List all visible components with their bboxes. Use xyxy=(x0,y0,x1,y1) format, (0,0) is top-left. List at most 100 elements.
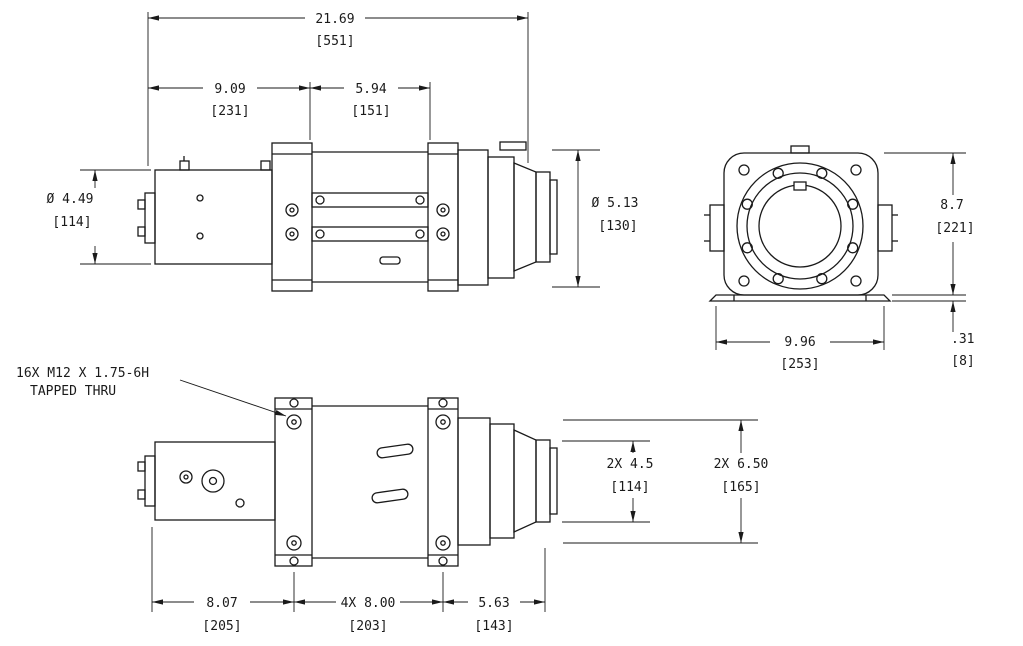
tie-bar-bolt xyxy=(438,398,448,408)
drum-slot xyxy=(376,443,414,459)
top-tab xyxy=(790,145,810,154)
dimension-text: 21.69 [551] 9.09 [231] 5.94 [151] Ø 4.49… xyxy=(16,12,975,634)
tapped-hole-center xyxy=(289,231,295,237)
dim-span-outer-in: 2X 6.50 xyxy=(714,457,769,472)
dim-span-inner-in: 2X 4.5 xyxy=(607,457,654,472)
motor-port-center xyxy=(183,474,189,480)
tapped-hole-center xyxy=(440,231,446,237)
dim-span-inner-mm: [114] xyxy=(610,480,649,495)
flange-bolt xyxy=(741,242,753,254)
corner-bolt xyxy=(850,275,862,287)
motor-screw xyxy=(196,194,204,202)
motor-screw xyxy=(235,498,245,508)
tie-bar-bolt xyxy=(415,195,425,205)
motor-connector xyxy=(137,226,146,237)
motor-port xyxy=(179,470,193,484)
motor-screw xyxy=(196,232,204,240)
left-flange xyxy=(271,142,313,292)
motor-top-plug xyxy=(179,160,190,171)
gearbox-section-2 xyxy=(487,156,515,279)
corner-bolt xyxy=(738,164,750,176)
bearing-outer-ring xyxy=(736,162,864,290)
corner-bolt xyxy=(850,164,862,176)
motor-connector xyxy=(137,461,146,472)
tie-bar-bolt xyxy=(289,556,299,566)
motor-top-bolt xyxy=(260,160,271,171)
dim-motor-diameter-mm: [114] xyxy=(52,215,91,230)
tie-bar-bolt xyxy=(289,398,299,408)
motor-connector xyxy=(137,199,146,210)
flange-bolt xyxy=(816,167,828,179)
flange-bolt xyxy=(847,242,859,254)
flange-bolt xyxy=(816,273,828,285)
dim-end-width-mm: [253] xyxy=(780,357,819,372)
gearbox-section-1 xyxy=(457,417,491,546)
gearbox-section-2 xyxy=(489,423,515,539)
gearbox-cylinder xyxy=(535,439,551,523)
tapped-hole xyxy=(436,227,450,241)
mount-ear-left xyxy=(709,204,725,252)
dim-bottom-right-in: 5.63 xyxy=(478,596,509,611)
motor-end-cap xyxy=(144,455,156,507)
dim-bottom-middle-in: 4X 8.00 xyxy=(341,596,396,611)
tapped-hole-center xyxy=(291,419,297,425)
clutch-lever xyxy=(499,141,527,151)
dim-end-height-in: 8.7 xyxy=(940,198,963,213)
dim-span-outer-mm: [165] xyxy=(721,480,760,495)
motor-boss-center xyxy=(208,476,218,486)
dim-drum-diameter-mm: [130] xyxy=(598,219,637,234)
motor-body xyxy=(154,441,276,521)
corner-bolt xyxy=(738,275,750,287)
end-view-dims xyxy=(715,152,966,350)
motor-connector xyxy=(137,489,146,500)
dim-bottom-left-in: 8.07 xyxy=(206,596,237,611)
keyway xyxy=(793,181,807,191)
flange-bolt xyxy=(847,198,859,210)
gearbox-taper xyxy=(513,428,537,534)
dim-end-height-mm: [221] xyxy=(935,221,974,236)
side-view-dims xyxy=(80,12,600,288)
dim-overall-length-mm: [551] xyxy=(315,34,354,49)
bearing-mid-ring xyxy=(746,172,854,280)
dim-drum-diameter-in: Ø 5.13 xyxy=(592,196,639,211)
dim-overall-length-in: 21.69 xyxy=(315,12,354,27)
dim-base-thickness-in: .31 xyxy=(951,332,974,347)
dim-end-width-in: 9.96 xyxy=(784,335,815,350)
gearbox-end-cap xyxy=(549,447,558,515)
dim-bottom-left-mm: [205] xyxy=(202,619,241,634)
tapped-hole xyxy=(285,227,299,241)
tie-bar xyxy=(311,192,429,208)
right-flange xyxy=(427,142,459,292)
top-view xyxy=(137,397,558,567)
motor-boss xyxy=(201,469,225,493)
tapped-hole-center xyxy=(440,540,446,546)
tapped-hole-note-line1: 16X M12 X 1.75-6H xyxy=(16,366,149,381)
tapped-hole xyxy=(436,203,450,217)
motor-body xyxy=(154,169,273,265)
tie-bar-bolt xyxy=(315,195,325,205)
left-flange xyxy=(274,397,313,567)
gearbox-taper xyxy=(513,162,537,272)
drum-slot xyxy=(379,256,401,265)
dim-bottom-right-mm: [143] xyxy=(474,619,513,634)
flange-bolt xyxy=(772,167,784,179)
tapped-hole-center xyxy=(291,540,297,546)
dim-base-thickness-mm: [8] xyxy=(951,354,974,369)
tapped-hole xyxy=(286,414,302,430)
dim-drum-section-in: 5.94 xyxy=(355,82,386,97)
tie-bar xyxy=(311,226,429,242)
tapped-hole xyxy=(435,414,451,430)
end-view xyxy=(704,145,898,302)
tapped-hole xyxy=(286,535,302,551)
dim-motor-diameter-in: Ø 4.49 xyxy=(47,192,94,207)
flange-bolt xyxy=(741,198,753,210)
mount-ear-right xyxy=(877,204,893,252)
tie-bar-bolt xyxy=(438,556,448,566)
tapped-hole-center xyxy=(289,207,295,213)
dim-bottom-middle-mm: [203] xyxy=(348,619,387,634)
dim-drum-section-mm: [151] xyxy=(351,104,390,119)
dim-motor-section-in: 9.09 xyxy=(214,82,245,97)
tie-bar-bolt xyxy=(315,229,325,239)
